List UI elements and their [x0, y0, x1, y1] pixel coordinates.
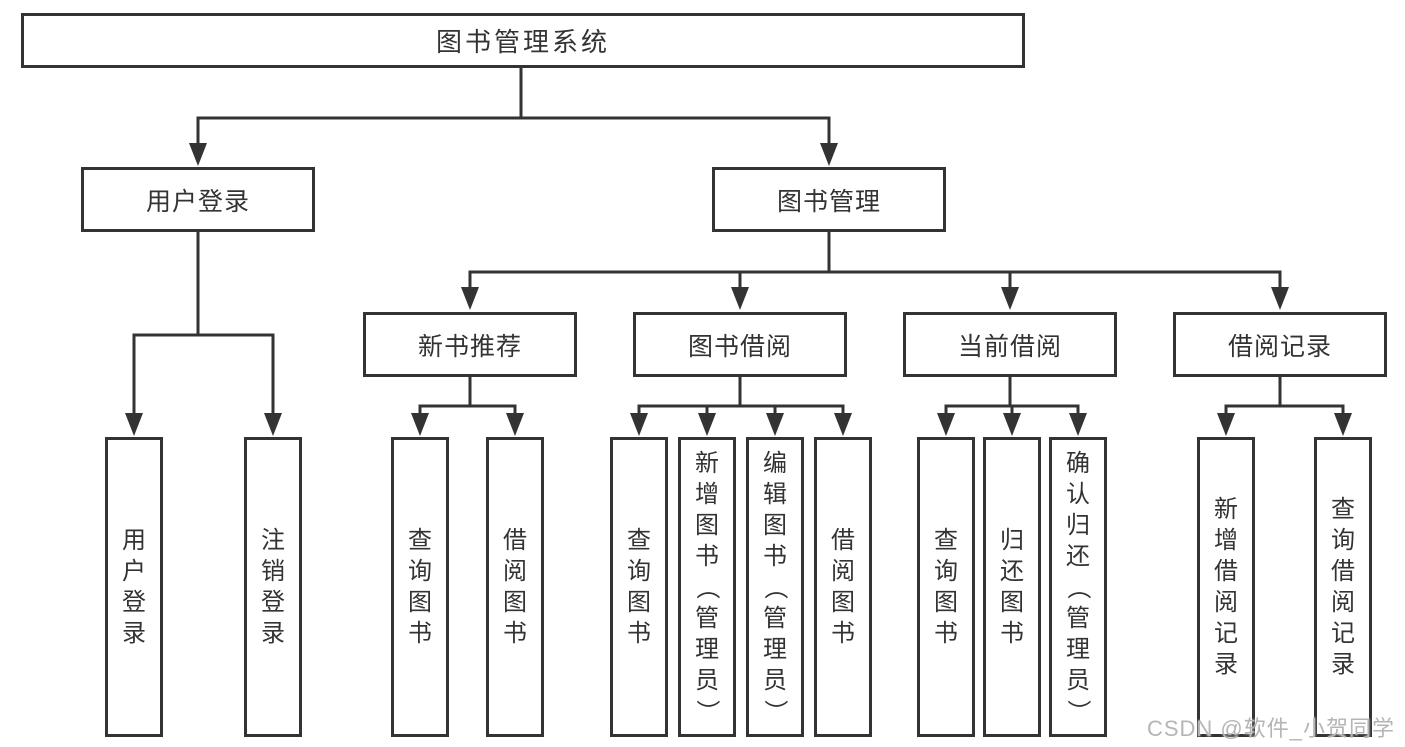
leaf-logout-label: 注销登录 [261, 527, 285, 647]
leaf-query-books-recommend-label: 查询图书 [408, 527, 432, 647]
node-current-borrowing: 当前借阅 [903, 312, 1117, 377]
node-current-borrowing-label: 当前借阅 [957, 332, 1062, 361]
leaf-borrow-books-recommend: 借阅图书 [486, 437, 544, 737]
leaf-return-books: 归还图书 [983, 437, 1041, 737]
leaf-add-borrow-record: 新增借阅记录 [1197, 437, 1255, 737]
leaf-query-books-current-label: 查询图书 [934, 527, 958, 647]
node-book-management-label: 图书管理 [776, 187, 881, 216]
node-book-borrowing: 图书借阅 [633, 312, 847, 377]
node-root: 图书管理系统 [21, 13, 1025, 68]
leaf-add-borrow-record-label: 新增借阅记录 [1214, 496, 1238, 678]
watermark: CSDN @软件_小贺同学 [1146, 716, 1395, 741]
node-user-login: 用户登录 [81, 167, 315, 232]
leaf-add-books-admin: 新增图书（管理员） [678, 437, 736, 737]
node-book-borrowing-label: 图书借阅 [687, 332, 792, 361]
node-new-book-recommendation-label: 新书推荐 [417, 332, 522, 361]
leaf-query-books-recommend: 查询图书 [391, 437, 449, 737]
node-root-label: 图书管理系统 [435, 27, 610, 57]
leaf-logout: 注销登录 [244, 437, 302, 737]
leaf-borrow-books-recommend-label: 借阅图书 [503, 527, 527, 647]
leaf-query-borrow-record: 查询借阅记录 [1314, 437, 1372, 737]
node-new-book-recommendation: 新书推荐 [363, 312, 577, 377]
leaf-query-books-current: 查询图书 [917, 437, 975, 737]
leaf-user-login: 用户登录 [105, 437, 163, 737]
leaf-edit-books-admin-label: 编辑图书（管理员） [761, 449, 789, 724]
leaf-confirm-return-admin-label: 确认归还（管理员） [1064, 449, 1092, 724]
leaf-query-books-borrow-label: 查询图书 [627, 527, 651, 647]
node-borrowing-records-label: 借阅记录 [1227, 332, 1332, 361]
leaf-borrow-books-label: 借阅图书 [831, 527, 855, 647]
leaf-return-books-label: 归还图书 [1000, 527, 1024, 647]
leaf-query-books-borrow: 查询图书 [610, 437, 668, 737]
leaf-query-borrow-record-label: 查询借阅记录 [1331, 496, 1355, 678]
leaf-edit-books-admin: 编辑图书（管理员） [746, 437, 804, 737]
leaf-add-books-admin-label: 新增图书（管理员） [693, 449, 721, 724]
leaf-confirm-return-admin: 确认归还（管理员） [1049, 437, 1107, 737]
leaf-user-login-label: 用户登录 [122, 527, 146, 647]
leaf-borrow-books: 借阅图书 [814, 437, 872, 737]
node-book-management: 图书管理 [712, 167, 946, 232]
node-user-login-label: 用户登录 [145, 187, 250, 216]
node-borrowing-records: 借阅记录 [1173, 312, 1387, 377]
